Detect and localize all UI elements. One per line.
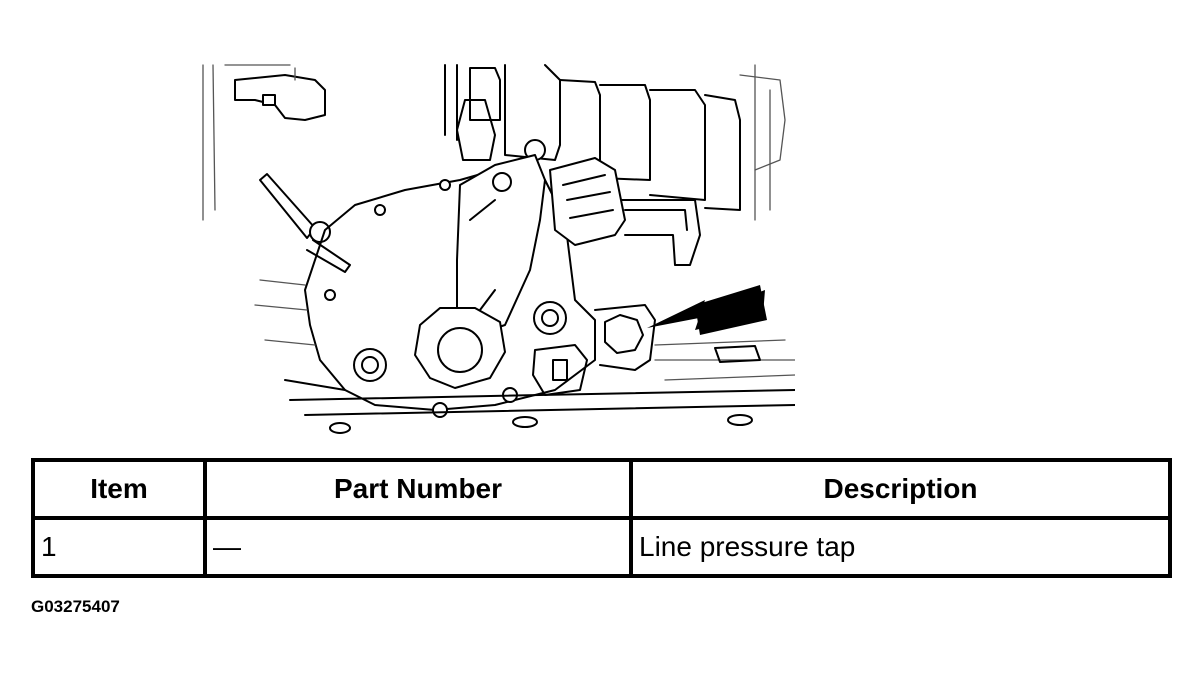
table-header-row: Item Part Number Description xyxy=(31,458,1172,520)
header-part-number: Part Number xyxy=(203,458,633,520)
parts-table: Item Part Number Description 1 — Line pr… xyxy=(31,458,1172,578)
header-description: Description xyxy=(629,458,1172,520)
cell-item: 1 xyxy=(31,516,207,578)
figure-id: G03275407 xyxy=(31,597,120,616)
transmission-illustration xyxy=(195,60,795,440)
cell-part-number: — xyxy=(203,516,633,578)
header-item: Item xyxy=(31,458,207,520)
table-row: 1 — Line pressure tap xyxy=(31,516,1172,578)
cell-description: Line pressure tap xyxy=(629,516,1172,578)
